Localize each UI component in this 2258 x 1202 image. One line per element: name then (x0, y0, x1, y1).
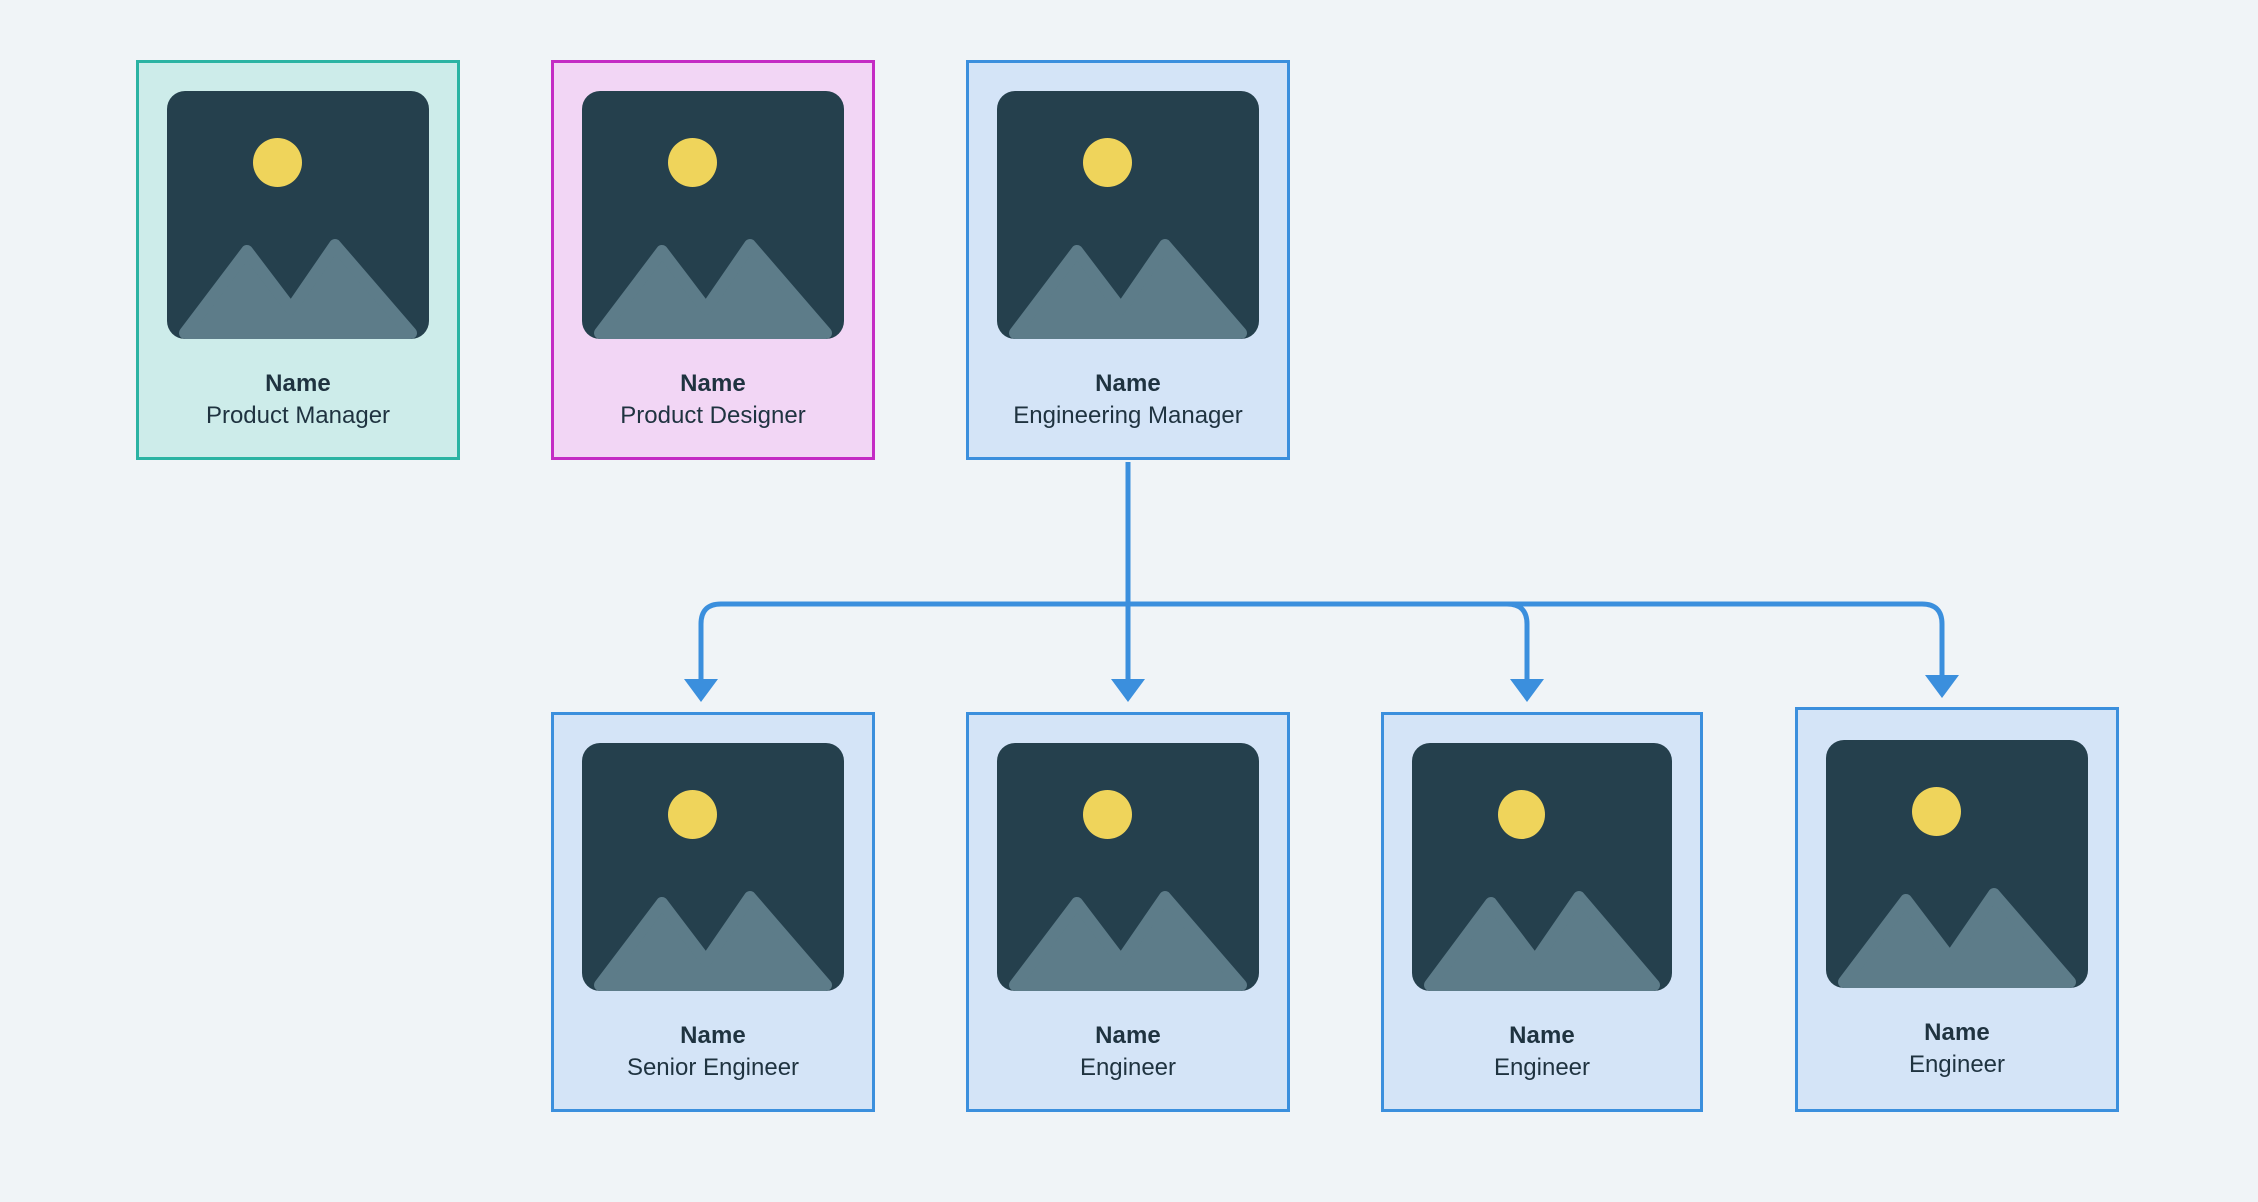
mountain-icon (1424, 891, 1660, 991)
card-role: Engineer (1908, 1051, 2006, 1078)
card-text-block: Name Product Manager (139, 369, 457, 433)
image-placeholder-icon (167, 91, 429, 339)
card-product-manager[interactable]: Name Product Manager (136, 60, 460, 460)
sun-icon (1083, 790, 1132, 839)
sun-icon (1912, 787, 1961, 836)
card-name: Name (265, 370, 331, 397)
card-role: Engineer (1079, 1054, 1177, 1081)
card-text-block: Name Engineer (1798, 1018, 2116, 1082)
image-placeholder-icon (997, 743, 1259, 991)
sun-icon (668, 790, 717, 839)
card-name: Name (1095, 1022, 1161, 1049)
card-role: Product Manager (205, 402, 391, 429)
card-name: Name (680, 1022, 746, 1049)
image-placeholder-icon (1412, 743, 1672, 991)
mountain-icon (1009, 239, 1247, 339)
card-engineer-2[interactable]: Name Engineer (1381, 712, 1703, 1112)
sun-icon (1083, 138, 1132, 187)
sun-icon (668, 138, 717, 187)
image-placeholder-icon (582, 91, 844, 339)
sun-icon (253, 138, 302, 187)
card-engineering-manager[interactable]: Name Engineering Manager (966, 60, 1290, 460)
card-name: Name (680, 370, 746, 397)
mountain-icon (1838, 888, 2076, 988)
card-text-block: Name Engineering Manager (969, 369, 1287, 433)
card-role: Product Designer (620, 402, 806, 429)
card-name: Name (1924, 1019, 1990, 1046)
card-role: Engineering Manager (1013, 402, 1243, 429)
connector-to-senior-engineer (684, 601, 1128, 702)
card-engineer-3[interactable]: Name Engineer (1795, 707, 2119, 1112)
image-placeholder-icon (1826, 740, 2088, 988)
card-senior-engineer[interactable]: Name Senior Engineer (551, 712, 875, 1112)
mountain-icon (179, 239, 417, 339)
connector-to-engineer-3 (1128, 601, 1959, 698)
card-text-block: Name Engineer (969, 1021, 1287, 1085)
card-name: Name (1095, 370, 1161, 397)
card-role: Senior Engineer (626, 1054, 800, 1081)
card-text-block: Name Engineer (1384, 1021, 1700, 1085)
card-engineer-1[interactable]: Name Engineer (966, 712, 1290, 1112)
image-placeholder-icon (997, 91, 1259, 339)
mountain-icon (594, 239, 832, 339)
card-name: Name (1509, 1022, 1575, 1049)
mountain-icon (594, 891, 832, 991)
mountain-icon (1009, 891, 1247, 991)
image-placeholder-icon (582, 743, 844, 991)
card-role: Engineer (1493, 1054, 1591, 1081)
card-product-designer[interactable]: Name Product Designer (551, 60, 875, 460)
card-text-block: Name Product Designer (554, 369, 872, 433)
card-text-block: Name Senior Engineer (554, 1021, 872, 1085)
connector-to-engineer-2 (1128, 601, 1544, 702)
sun-icon (1498, 790, 1545, 839)
